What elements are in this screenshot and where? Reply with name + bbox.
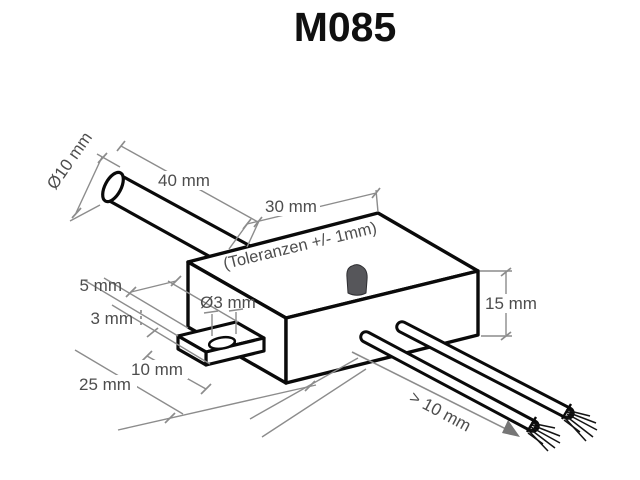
label-probe-diameter: Ø10 mm bbox=[43, 129, 96, 193]
label-tab-length: 10 mm bbox=[131, 360, 183, 379]
led-dome bbox=[346, 264, 368, 296]
label-bg bbox=[128, 360, 188, 379]
drawing-title: M085 bbox=[294, 4, 397, 50]
label-bg bbox=[75, 375, 137, 394]
label-body-depth: 25 mm bbox=[79, 375, 131, 394]
wire-length-arrow bbox=[351, 351, 520, 437]
wire-lower-strands bbox=[527, 422, 561, 452]
label-hole-diameter: Ø3 mm bbox=[200, 293, 256, 312]
wire-upper-strands bbox=[563, 409, 598, 442]
arrowhead-icon bbox=[502, 420, 520, 437]
label-probe-length: 40 mm bbox=[158, 171, 210, 190]
label-bg bbox=[483, 294, 540, 313]
wire-lower bbox=[359, 330, 561, 452]
wire-upper-sheath-end bbox=[560, 403, 573, 420]
probe-tip-face bbox=[101, 170, 125, 204]
label-tab-thickness: 3 mm bbox=[91, 309, 134, 328]
label-body-height: 15 mm bbox=[485, 294, 537, 313]
mounting-tab bbox=[176, 320, 266, 367]
box-front-face bbox=[284, 269, 480, 385]
wire-upper bbox=[395, 320, 598, 442]
label-bg bbox=[263, 198, 320, 216]
dimension-ticks bbox=[71, 140, 512, 424]
label-bg bbox=[156, 171, 212, 190]
label-body-width: 30 mm bbox=[265, 197, 317, 216]
wires bbox=[359, 320, 598, 452]
wire-lower-sheath-end bbox=[525, 416, 538, 433]
tab-mounting-hole bbox=[207, 335, 237, 351]
label-edge-offset: 5 mm bbox=[80, 276, 123, 295]
